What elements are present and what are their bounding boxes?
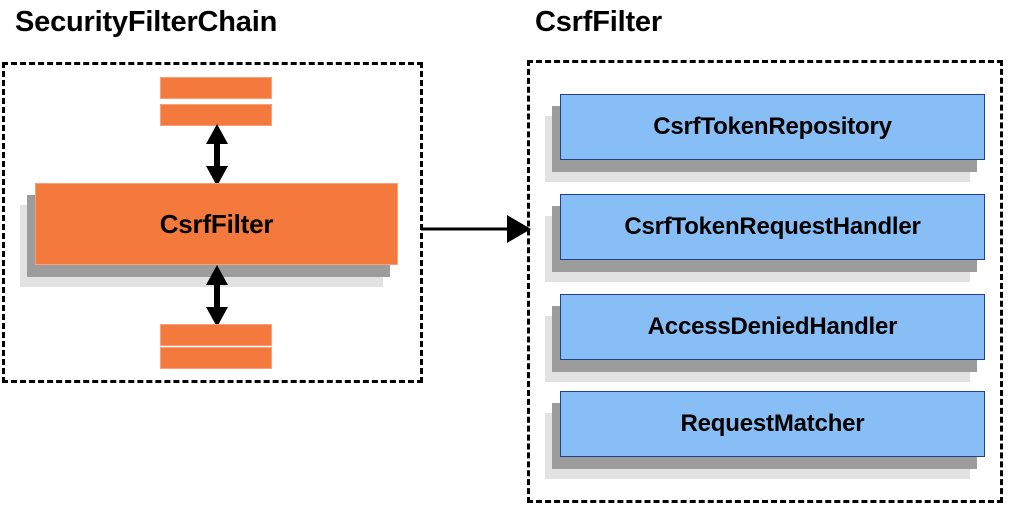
csrffilter-block[interactable]: CsrfFilter [35, 183, 398, 265]
filter-bar-above-1 [160, 77, 272, 99]
arrow-below-csrffilter [206, 265, 228, 327]
collaborator-block-requestmatcher[interactable]: RequestMatcher [560, 391, 985, 457]
filter-bar-below-2 [160, 347, 272, 369]
collaborator-block-csrftokenrepository[interactable]: CsrfTokenRepository [560, 94, 985, 160]
arrow-above-csrffilter [206, 124, 228, 186]
filter-bar-above-2 [160, 104, 272, 126]
collaborator-block-csrftokenrequesthandler[interactable]: CsrfTokenRequestHandler [560, 194, 985, 260]
left-panel-title: SecurityFilterChain [15, 6, 278, 38]
collaborator-block-accessdeniedhandler[interactable]: AccessDeniedHandler [560, 294, 985, 360]
csrffilter-detail-arrow [421, 215, 531, 243]
filter-bar-below-1 [160, 324, 272, 346]
csrffilter-detail-container [527, 60, 1003, 503]
security-filter-chain-container [2, 62, 423, 383]
right-panel-title: CsrfFilter [535, 6, 662, 38]
